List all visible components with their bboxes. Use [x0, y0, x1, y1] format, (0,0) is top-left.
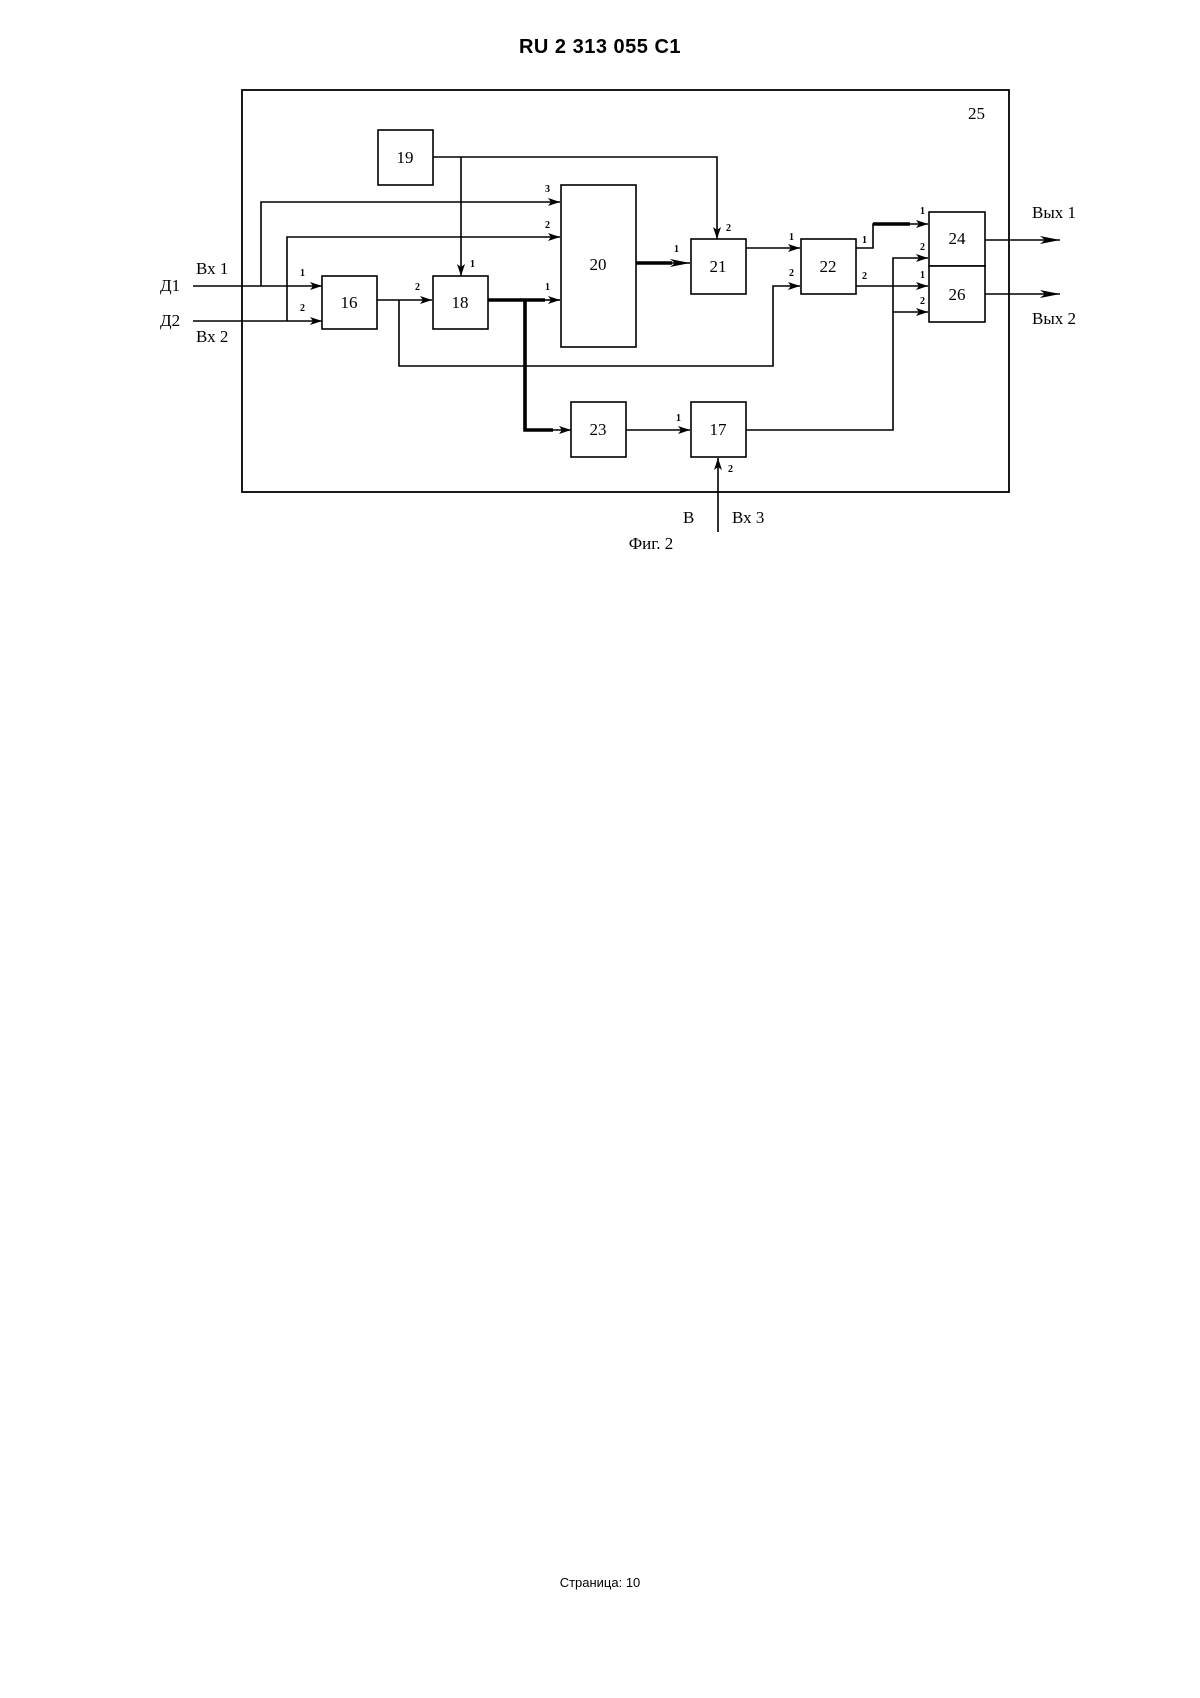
block-26: 26	[928, 265, 986, 323]
block-21: 21	[690, 238, 747, 295]
frame-25	[241, 89, 1010, 493]
label-d1: Д1	[160, 276, 180, 295]
wire-d1-20	[260, 198, 560, 286]
pin-26-1: 1	[920, 270, 925, 281]
label-out2: Вых 2	[1032, 309, 1076, 328]
pin-21-2: 2	[726, 223, 731, 234]
label-v: В	[683, 508, 694, 527]
wire-d2-20	[286, 233, 560, 321]
svg-text:16: 16	[341, 293, 358, 312]
pin-18-1: 1	[470, 259, 475, 270]
block-18: 18	[432, 275, 489, 330]
wire-17-24	[746, 254, 928, 431]
wire-19-21	[433, 156, 721, 239]
pin-16-2: 2	[300, 303, 305, 314]
label-out1: Вых 1	[1032, 203, 1076, 222]
label-in2: Вх 2	[196, 327, 228, 346]
pin-18-2: 2	[415, 282, 420, 293]
block-20: 20	[560, 184, 637, 348]
figure-caption: Фиг. 2	[629, 534, 674, 553]
block-16: 16	[321, 275, 378, 330]
pin-labels: 1 2 2 1 3 2 1 1 2 1 2 1 2 1 2 1 2 1 2	[300, 184, 925, 475]
patent-number: RU 2 313 055 C1	[518, 36, 682, 58]
pin-22-1: 1	[789, 232, 794, 243]
pin-22-2: 2	[789, 268, 794, 279]
svg-text:17: 17	[710, 420, 728, 439]
pin-20-1: 1	[545, 282, 550, 293]
svg-text:26: 26	[949, 285, 966, 304]
pin-22-out2: 2	[862, 271, 867, 282]
block-17: 17	[690, 401, 747, 458]
label-d2: Д2	[160, 311, 180, 330]
connections	[193, 156, 1060, 532]
pin-21-1: 1	[674, 244, 679, 255]
pin-24-1: 1	[920, 206, 925, 217]
pin-20-3: 3	[545, 184, 550, 195]
pin-20-2: 2	[545, 220, 550, 231]
label-in1: Вх 1	[196, 259, 228, 278]
wire-16-22	[398, 282, 800, 367]
svg-text:18: 18	[452, 293, 469, 312]
svg-text:22: 22	[820, 257, 837, 276]
svg-text:19: 19	[397, 148, 414, 167]
block-22: 22	[800, 238, 857, 295]
pin-24-2: 2	[920, 242, 925, 253]
pin-16-1: 1	[300, 268, 305, 279]
svg-text:23: 23	[590, 420, 607, 439]
svg-text:21: 21	[710, 257, 727, 276]
svg-text:24: 24	[949, 229, 967, 248]
label-in3: Вх 3	[732, 508, 764, 527]
pin-22-out1: 1	[862, 235, 867, 246]
block-24: 24	[928, 211, 986, 267]
frame-label: 25	[968, 104, 985, 123]
page-number: Страница: 10	[559, 1575, 641, 1590]
signal-labels: Д1 Д2 Вх 1 Вх 2 В Вх 3 Вых 1 Вых 2	[160, 203, 1076, 527]
pin-26-2: 2	[920, 296, 925, 307]
block-19: 19	[377, 129, 434, 186]
block-23: 23	[570, 401, 627, 458]
pin-17-1: 1	[676, 413, 681, 424]
pin-17-2: 2	[728, 464, 733, 475]
bus-18-23	[523, 300, 553, 432]
svg-text:20: 20	[590, 255, 607, 274]
